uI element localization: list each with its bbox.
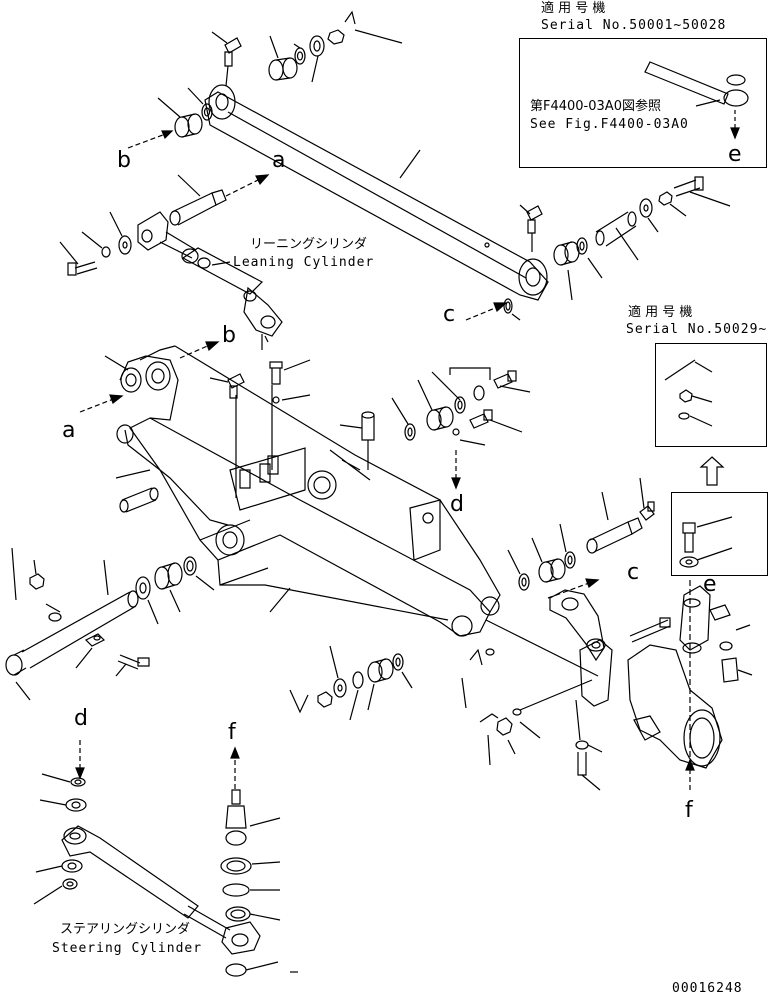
serial-right-jp: 適 用 号 機 (628, 305, 693, 320)
serial-right: Serial No.50029~ (626, 322, 768, 337)
steering-knuckle (628, 580, 752, 790)
steering-cylinder-jp: ステアリングシリンダ (60, 922, 191, 937)
leaning-cylinder-hardware-left (60, 212, 131, 275)
serial-top-jp: 適 用 号 機 (541, 1, 606, 16)
knuckle-arm (462, 590, 670, 790)
steering-cylinder-right-parts (221, 748, 298, 976)
see-fig: See Fig.F4400-03A0 (530, 117, 689, 132)
callout-c-mid: c (627, 560, 640, 585)
callout-f-right: f (685, 798, 693, 823)
steering-cylinder-left-parts (34, 740, 86, 904)
main-frame-right-bushings (392, 368, 530, 488)
serial-box-top (519, 38, 767, 168)
leaning-cylinder (138, 212, 282, 342)
bolt-center (270, 360, 310, 403)
main-axle-frame (117, 346, 500, 636)
leaning-cylinder-jp: リーニングシリンダ (250, 237, 368, 252)
callout-a-top: a (272, 148, 286, 173)
guide-lines (236, 334, 272, 498)
arrow-b-lower (180, 342, 218, 358)
center-dowel (340, 412, 374, 470)
top-right-hardware (466, 177, 730, 320)
grease-fitting-center (210, 374, 244, 398)
drawing-number: 00016248 (672, 981, 743, 996)
right-box-parts (665, 360, 712, 426)
callout-b-top: b (117, 148, 131, 173)
pin-upper (170, 175, 268, 225)
steering-cylinder-label: Steering Cylinder (52, 941, 203, 956)
frame-leaders (80, 356, 290, 612)
callout-d-mid: d (450, 492, 464, 517)
serial-top: Serial No.50001~50028 (541, 18, 727, 33)
leaning-cylinder-label: Leaning Cylinder (233, 255, 375, 270)
callout-e-mid: e (703, 572, 717, 597)
callout-e-top: e (728, 142, 742, 167)
lower-right-box-parts (680, 517, 732, 567)
top-left-bushings (128, 88, 212, 148)
serial-box-lower (671, 492, 768, 576)
frame-small-pin (120, 488, 158, 512)
grease-fitting-top-left (212, 32, 241, 86)
main-frame-left-bushings (136, 557, 214, 624)
callout-b-mid: b (222, 323, 236, 348)
callout-d-bottom: d (74, 706, 88, 731)
leaders-misc (212, 262, 230, 265)
callout-c-top: c (443, 302, 456, 327)
callout-f-bottom: f (228, 720, 236, 745)
up-arrow (701, 457, 723, 485)
steering-cylinder (62, 826, 260, 954)
lower-left-pin (6, 548, 149, 700)
see-fig-jp: 第F4400-03A0図参照 (530, 99, 661, 114)
inset-tie-rod-end (645, 62, 748, 138)
lower-center-bushings (290, 646, 412, 720)
callout-a-mid: a (62, 418, 76, 443)
lower-right-pin (508, 478, 654, 598)
serial-box-right (655, 343, 767, 447)
top-bushings (269, 12, 402, 82)
